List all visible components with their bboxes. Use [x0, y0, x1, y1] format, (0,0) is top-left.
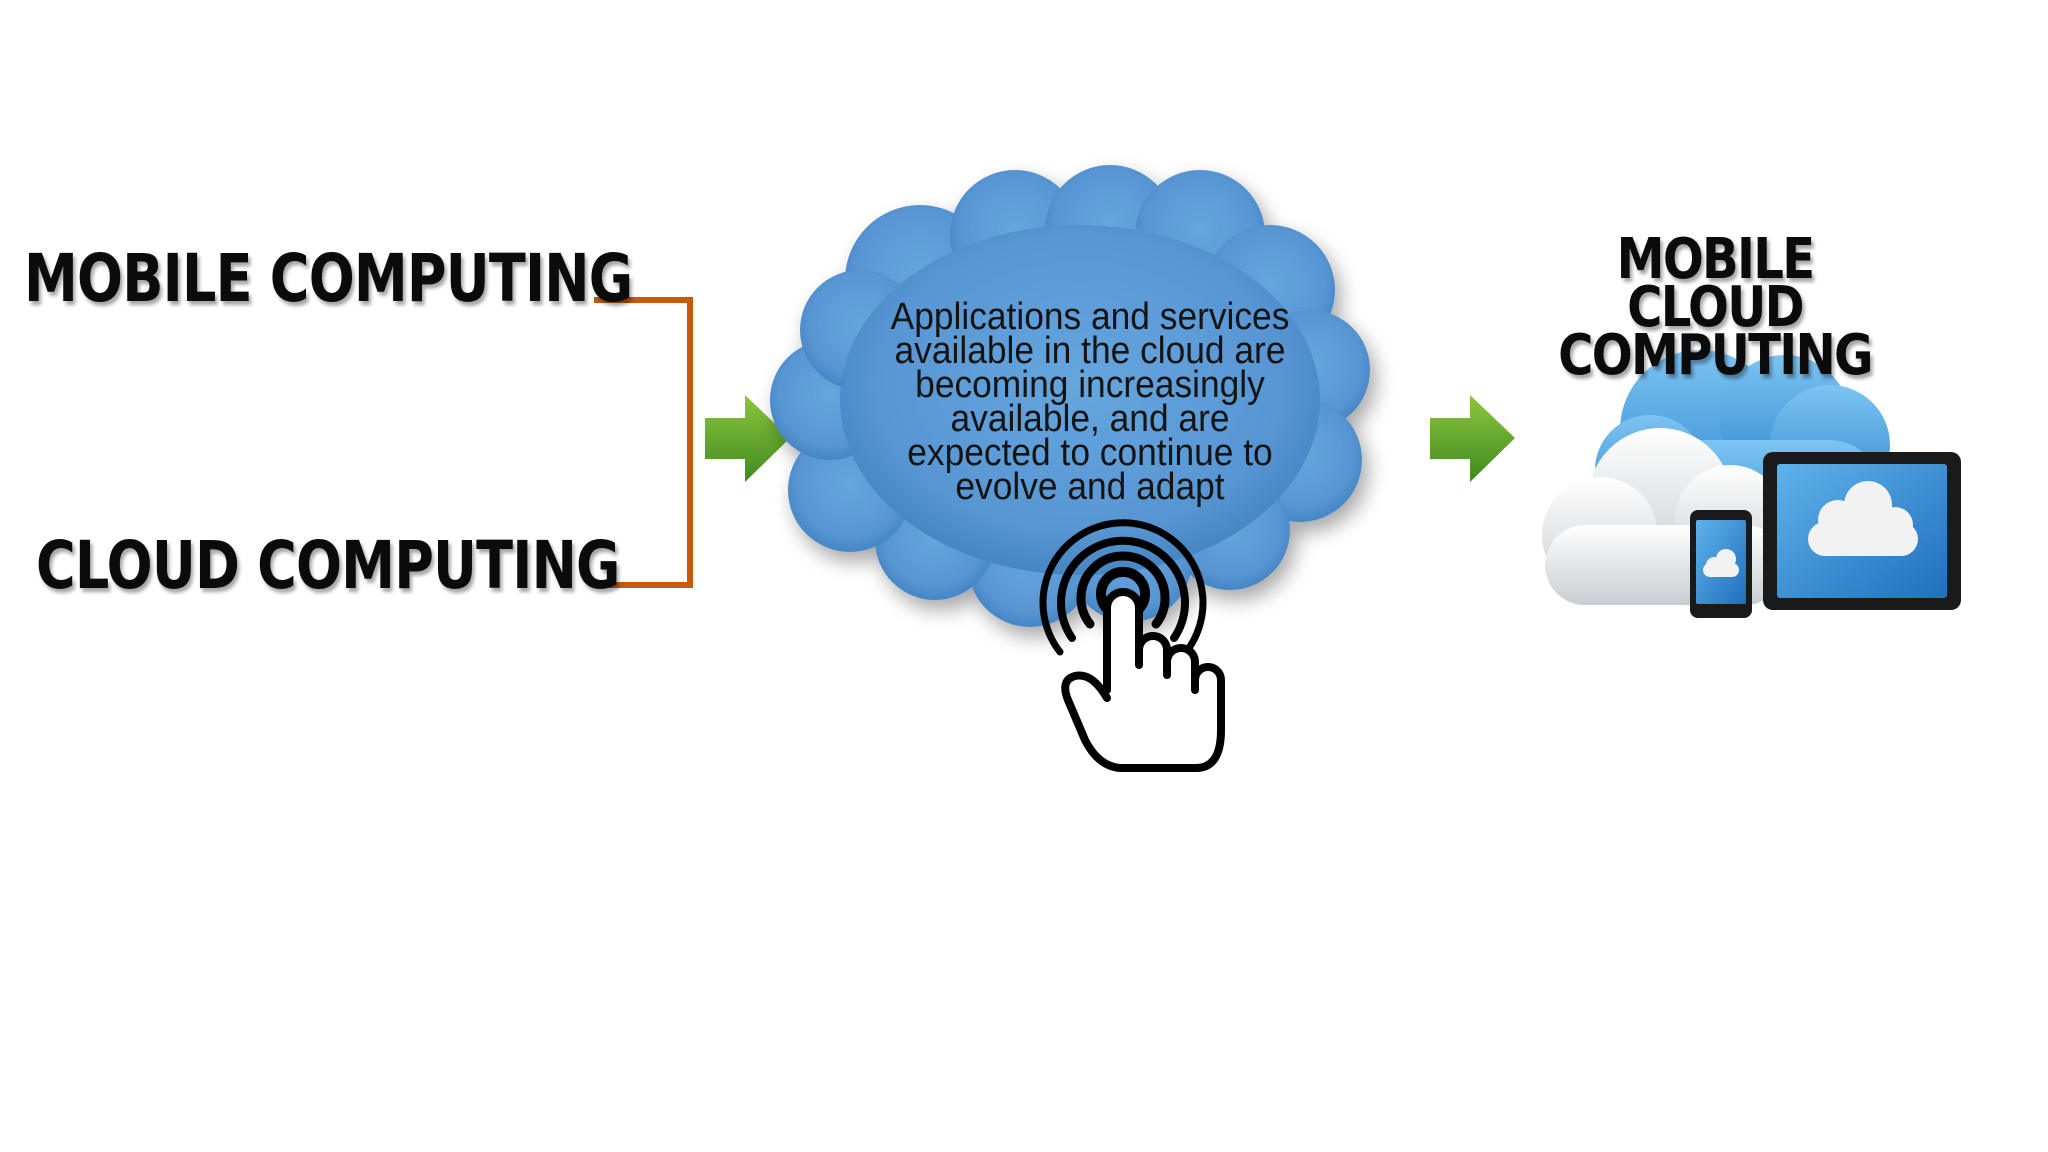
mobile-cloud-computing-title: MOBILE CLOUD COMPUTING: [1500, 227, 1930, 388]
result-title-line-2: COMPUTING: [1558, 323, 1873, 388]
hand-tap-icon: [1039, 519, 1225, 772]
cloud-description-text: Applications and services available in t…: [890, 296, 1290, 508]
result-title-line-1: MOBILE CLOUD: [1616, 227, 1815, 340]
green-arrow-right-icon: [1430, 395, 1515, 482]
mobile-computing-label: MOBILE COMPUTING: [24, 240, 633, 317]
center-cloud-shape: [770, 165, 1370, 627]
green-arrow-left-icon: [705, 395, 790, 482]
bracket-connector-icon: [594, 297, 693, 588]
cloud-devices-icon: [1542, 350, 1961, 618]
cloud-computing-label: CLOUD COMPUTING: [36, 527, 620, 604]
